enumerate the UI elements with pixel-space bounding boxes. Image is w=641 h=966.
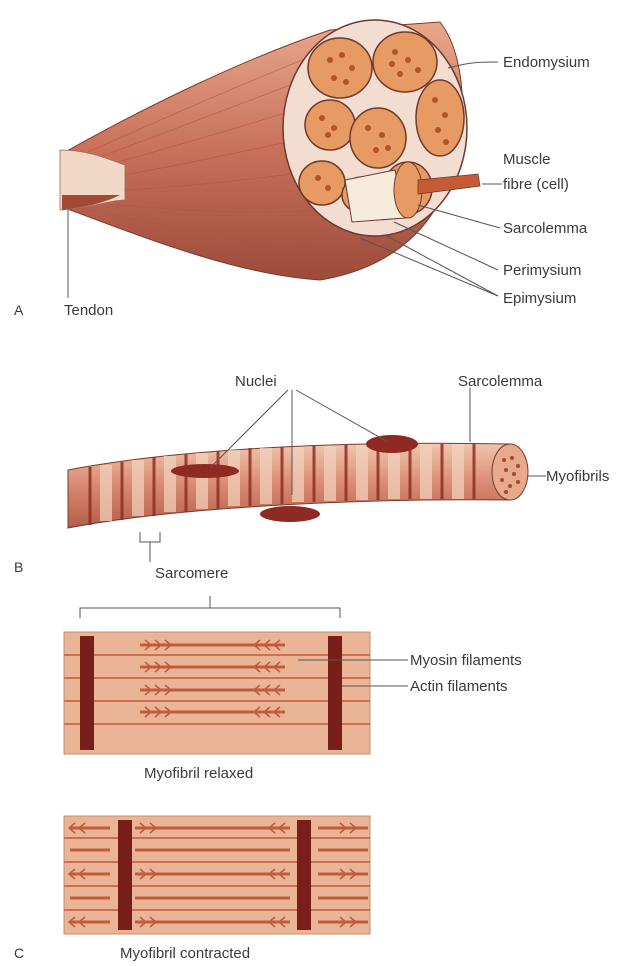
panel-letter-b: B: [14, 559, 23, 575]
z-disc: [297, 820, 311, 930]
nucleus-3: [366, 435, 418, 453]
z-disc: [80, 636, 94, 750]
z-disc: [328, 636, 342, 750]
z-disc: [118, 820, 132, 930]
myofibril-relaxed: [64, 632, 370, 754]
label-myofibril-relaxed: Myofibril relaxed: [144, 765, 253, 782]
label-actin-filaments: Actin filaments: [410, 678, 508, 695]
label-nuclei: Nuclei: [235, 373, 277, 390]
label-sarcolemma-b: Sarcolemma: [458, 373, 543, 390]
myofibril-contracted: [64, 816, 370, 934]
label-myofibril-contracted: Myofibril contracted: [120, 945, 250, 962]
label-tendon: Tendon: [64, 302, 113, 319]
nucleus-1: [171, 464, 239, 478]
panel-a-illustration: [60, 20, 480, 280]
label-myofibrils: Myofibrils: [546, 468, 609, 485]
label-sarcomere: Sarcomere: [155, 565, 228, 582]
panel-b-illustration: [68, 435, 528, 542]
label-sarcolemma-a: Sarcolemma: [503, 220, 588, 237]
label-epimysium: Epimysium: [503, 290, 576, 307]
sarcomere-width-bracket: [80, 596, 340, 618]
sarcomere-bracket: [140, 532, 160, 542]
label-muscle-fibre-line2: fibre (cell): [503, 176, 569, 193]
panel-letter-a: A: [14, 302, 24, 318]
label-myosin-filaments: Myosin filaments: [410, 652, 522, 669]
nucleus-2: [260, 506, 320, 522]
label-endomysium: Endomysium: [503, 54, 590, 71]
panel-letter-c: C: [14, 945, 24, 961]
label-perimysium: Perimysium: [503, 262, 581, 279]
label-muscle-fibre-line1: Muscle: [503, 151, 551, 168]
